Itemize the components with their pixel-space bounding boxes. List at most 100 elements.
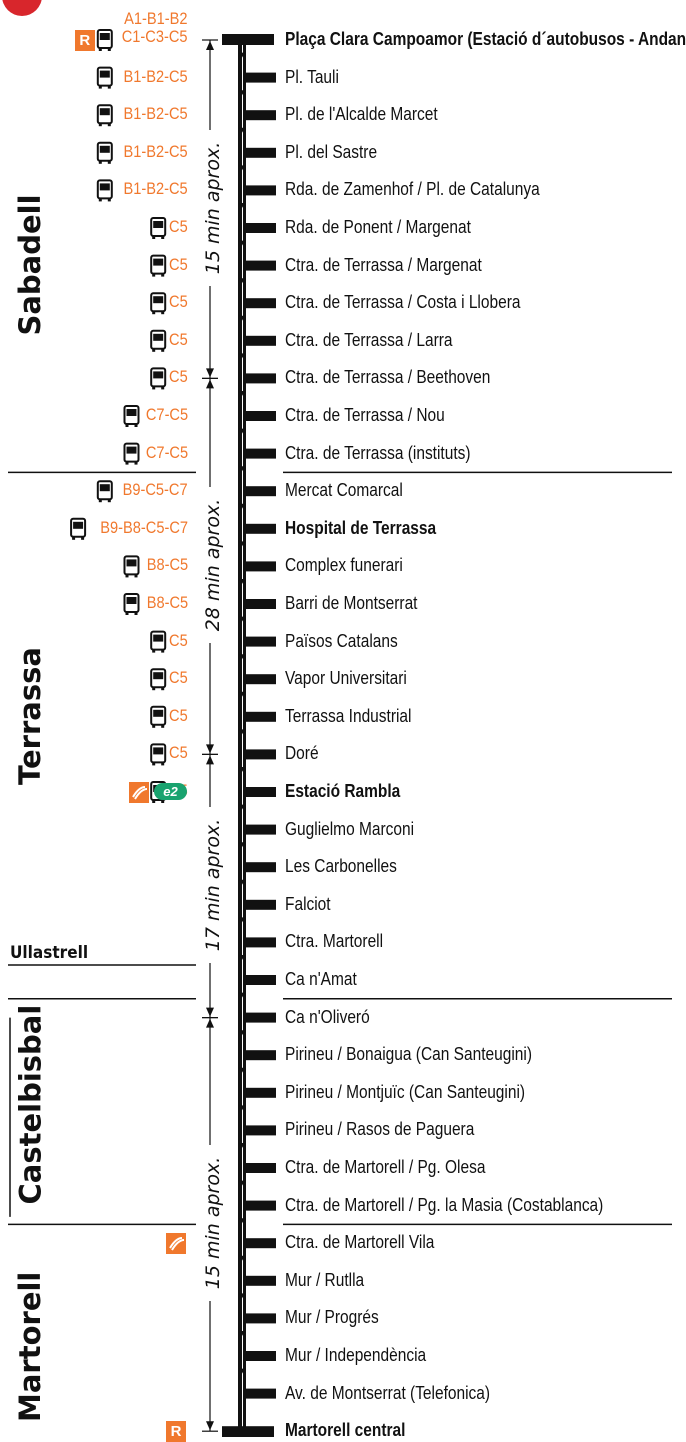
stop-lines: C7-C5: [146, 443, 188, 462]
rail-glyph-icon: [169, 1237, 185, 1251]
stop-lines: B8-C5: [147, 556, 188, 574]
stop-lines: C7-C5: [146, 406, 188, 424]
bus-icon: [150, 217, 167, 239]
direction-arrow-icon: [239, 1030, 245, 1036]
line-codes: C5: [169, 630, 188, 650]
line-codes: A1-B1-B2: [124, 9, 188, 28]
line-codes: B1-B2-C5: [123, 141, 188, 161]
direction-arrow-icon: [239, 804, 245, 810]
stop-name: Pl. de l'Alcalde Marcet: [285, 104, 438, 125]
arrow-up-icon: [206, 1018, 214, 1028]
bus-icon: [123, 555, 140, 578]
stop-tick: [246, 636, 276, 647]
line-codes: C5: [169, 668, 188, 688]
stop-tick: [246, 824, 276, 835]
bus-icon: [123, 593, 140, 615]
direction-arrow-icon: [239, 654, 245, 660]
stop-tick: [246, 749, 276, 760]
direction-arrow-icon: [239, 353, 245, 359]
stop-tick: [246, 899, 276, 910]
stop-lines: C5: [169, 293, 188, 311]
e2-badge-icon: e2: [154, 783, 187, 800]
stop-name: Les Carbonelles: [285, 856, 397, 877]
stop-name: Rda. de Zamenhof / Pl. de Catalunya: [285, 179, 540, 200]
stop-tick: [246, 1351, 276, 1361]
stop-name: Terrassa Industrial: [285, 705, 412, 726]
direction-arrow-icon: [239, 52, 245, 58]
direction-arrow-icon: [239, 466, 245, 472]
stop-lines: B1-B2-C5: [124, 105, 188, 123]
stop-tick: [246, 937, 276, 948]
arrow-down-icon: [206, 368, 214, 378]
rail-icon: [166, 1233, 186, 1255]
direction-arrow-icon: [239, 955, 245, 960]
stop-name: Vapor Universitari: [285, 668, 407, 689]
stop-tick: [246, 260, 276, 271]
direction-arrow-icon: [239, 992, 245, 998]
stop-tick: [246, 523, 276, 534]
line-codes: C5: [169, 743, 188, 763]
bus-icon: [96, 29, 113, 51]
bus-icon: [150, 705, 167, 728]
bus-icon: [96, 66, 113, 89]
line-codes: B1-B2-C5: [123, 179, 188, 199]
stop-name: Doré: [285, 743, 319, 764]
stop-name: Ca n'Amat: [285, 969, 357, 989]
stop-tick: [246, 561, 276, 572]
bus-icon: [70, 517, 87, 540]
r-badge-icon: R: [74, 30, 95, 51]
stop-tick: [246, 1163, 276, 1173]
direction-arrow-icon: [239, 1368, 245, 1374]
direction-arrow-icon: [239, 391, 245, 396]
stop-lines: C5: [169, 254, 188, 274]
stop-name: Ctra. de Martorell Vila: [285, 1232, 435, 1253]
stop-tick: [246, 373, 276, 384]
stop-tick: [246, 1275, 276, 1286]
stop-name: Rda. de Ponent / Margenat: [285, 217, 471, 237]
line-codes: C1-C3-C5: [122, 27, 188, 46]
bus-icon: [150, 367, 167, 390]
bus-icon: [150, 743, 167, 766]
line-codes: B9-C5-C7: [122, 480, 188, 500]
stop-name: Mur / Rutlla: [285, 1269, 365, 1290]
line-codes: B8-C5: [146, 593, 188, 612]
line-codes: C5: [169, 254, 188, 274]
stop-tick: [246, 599, 276, 609]
stop-tick: [246, 1087, 276, 1098]
stop-name: Ctra. de Terrassa / Beethoven: [285, 367, 491, 388]
terminus-bar-end: [222, 1426, 274, 1437]
direction-arrow-icon: [239, 579, 245, 584]
route-trunk-right: [243, 40, 246, 1432]
r-badge-icon: R: [166, 1421, 186, 1442]
arrow-down-icon: [206, 1421, 214, 1431]
stop-name: Pl. del Sastre: [285, 141, 378, 162]
terminus-bar-start: [222, 34, 274, 45]
stop-name: Falciot: [285, 893, 331, 914]
stop-name: Hospital de Terrassa: [285, 517, 437, 538]
bus-icon: [96, 480, 113, 503]
line-codes: B8-C5: [146, 555, 188, 575]
stop-name: Ca n'Oliveró: [285, 1006, 370, 1027]
stop-tick: [246, 711, 276, 722]
stop-lines: B1-B2-C5: [124, 67, 188, 86]
stop-name: Pirineu / Bonaigua (Can Santeugini): [285, 1044, 532, 1065]
direction-arrow-icon: [239, 1255, 245, 1261]
direction-arrow-icon: [239, 879, 245, 885]
stop-tick: [246, 72, 276, 83]
arrow-up-icon: [206, 755, 214, 765]
line-codes: C5: [169, 217, 188, 236]
direction-arrow-icon: [239, 917, 245, 923]
direction-arrow-icon: [239, 729, 245, 735]
stop-tick: [246, 411, 276, 421]
bus-icon: [150, 292, 167, 315]
direction-arrow-icon: [239, 1143, 245, 1148]
bus-icon: [96, 179, 113, 202]
direction-arrow-icon: [239, 165, 245, 171]
direction-arrow-icon: [239, 90, 245, 96]
stop-tick: [246, 975, 276, 985]
direction-arrow-icon: [239, 1180, 245, 1186]
stop-tick: [246, 298, 276, 309]
stop-name: Av. de Montserrat (Telefonica): [285, 1382, 491, 1403]
arrow-down-icon: [206, 1007, 214, 1017]
stop-name: Ctra. de Terrassa / Nou: [285, 405, 445, 425]
